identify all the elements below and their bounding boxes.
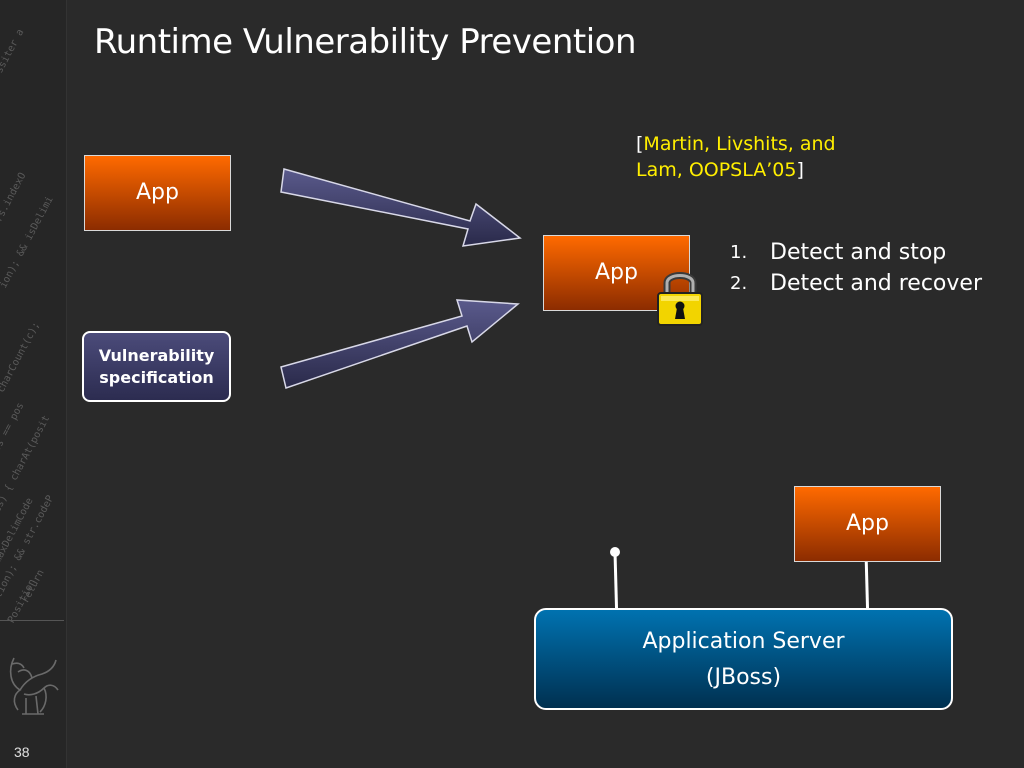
citation-close-bracket: ] bbox=[796, 159, 804, 181]
list-item: 2. Detect and recover bbox=[730, 268, 982, 299]
citation-line1: Martin, Livshits, and bbox=[643, 133, 836, 155]
step-number: 2. bbox=[730, 273, 748, 294]
citation: [Martin, Livshits, and Lam, OOPSLA’05] bbox=[636, 131, 836, 183]
arrow-icon bbox=[280, 299, 520, 389]
padlock-icon bbox=[657, 272, 703, 326]
step-number: 1. bbox=[730, 242, 748, 263]
step-text: Detect and stop bbox=[770, 240, 947, 265]
vulnerability-label-line2: specification bbox=[99, 368, 214, 387]
citation-open-bracket: [ bbox=[636, 133, 644, 155]
step-text: Detect and recover bbox=[770, 271, 982, 296]
citation-line2: Lam, OOPSLA’05 bbox=[636, 159, 797, 181]
page-number: 38 bbox=[14, 744, 30, 760]
slide-title: Runtime Vulnerability Prevention bbox=[94, 22, 637, 62]
left-decorative-strip: ssiter a miters.indexO ion); && isDelimi… bbox=[0, 0, 67, 768]
steps-list: 1. Detect and stop 2. Detect and recover bbox=[730, 237, 982, 299]
server-label-line2: (JBoss) bbox=[705, 665, 782, 690]
vulnerability-label-line1: Vulnerability bbox=[98, 346, 215, 365]
strip-divider bbox=[0, 620, 64, 621]
app-box-bottom-right: App bbox=[794, 486, 941, 562]
list-item: 1. Detect and stop bbox=[730, 237, 982, 268]
server-label-line1: Application Server bbox=[642, 629, 845, 654]
arrow-icon bbox=[280, 168, 522, 247]
app-box-left: App bbox=[84, 155, 231, 231]
vulnerability-specification-box: Vulnerability specification bbox=[82, 331, 231, 402]
griffin-logo-icon bbox=[9, 657, 59, 715]
application-server-box: Application Server (JBoss) bbox=[534, 608, 953, 710]
